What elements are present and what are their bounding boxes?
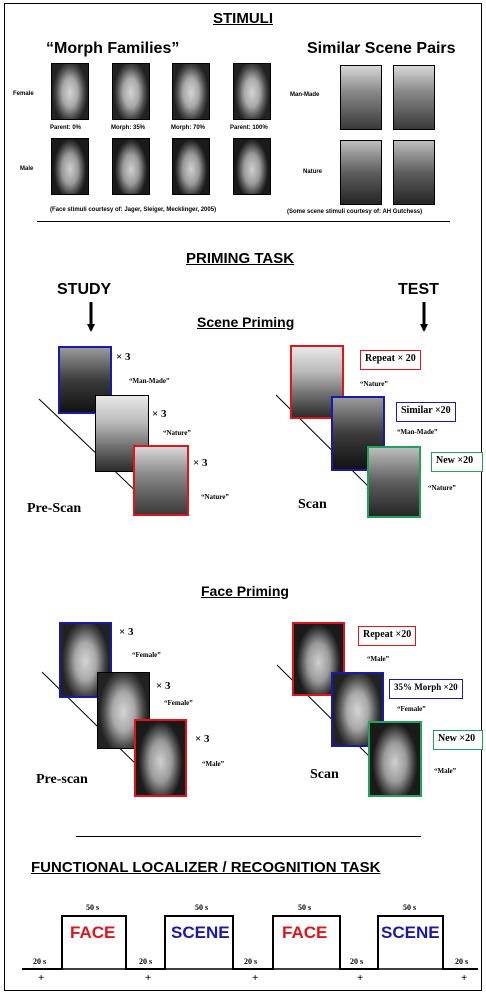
test-scene-2-label: “Man-Made” <box>397 428 438 436</box>
rest-4-duration: 20 s <box>350 957 364 966</box>
face-block-1-duration: 50 s <box>86 903 100 912</box>
scene-similar-box: Similar ×20 <box>396 402 456 422</box>
face-male-morph-70 <box>172 138 210 195</box>
divider-stimuli <box>37 221 450 222</box>
face-repeat-box: Repeat ×20 <box>358 626 417 646</box>
study-scene-2-label: “Nature” <box>163 429 191 437</box>
fixation-cross-3: + <box>252 972 259 984</box>
face-new-box: New ×20 <box>433 730 483 750</box>
scene-prescan-arrow <box>38 398 144 499</box>
scene-new-box: New ×20 <box>431 452 483 472</box>
scene-credit: (Some scene stimuli courtesy of: AH Gutc… <box>287 209 423 215</box>
test-face-new <box>368 721 422 797</box>
scene-man-made-a <box>340 65 382 130</box>
study-scene-man-made <box>58 346 112 414</box>
fixation-cross-5: + <box>461 972 468 984</box>
scene-man-made-b <box>393 65 435 130</box>
divider-priming <box>76 836 421 837</box>
face-female-morph-70 <box>172 63 210 120</box>
face-prescan-label: Pre-scan <box>36 772 88 787</box>
scene-block-2-label: SCENE <box>381 923 440 942</box>
scene-repeat-box: Repeat × 20 <box>360 350 421 370</box>
study-face-1-times: × 3 <box>119 626 134 638</box>
scene-block-1-label: SCENE <box>171 923 230 942</box>
study-face-3-times: × 3 <box>195 733 210 745</box>
stimuli-heading: STIMULI <box>213 10 273 27</box>
fixation-cross-2: + <box>145 972 152 984</box>
test-scene-1-label: “Nature” <box>360 380 388 388</box>
face-block-2-label: FACE <box>282 923 328 942</box>
face-male-morph-35 <box>112 138 150 195</box>
row-label-nature: Nature <box>303 169 323 175</box>
scene-priming-heading: Scene Priming <box>197 314 295 330</box>
scene-nature-b <box>393 140 435 205</box>
scene-scan-label: Scan <box>298 497 327 512</box>
study-scene-2-times: × 3 <box>152 408 167 420</box>
study-face-3-label: “Male” <box>202 760 225 768</box>
test-face-3-label: “Male” <box>434 767 457 775</box>
scene-nature-a <box>340 140 382 205</box>
scene-block-2-duration: 50 s <box>403 903 417 912</box>
face-priming-heading: Face Priming <box>201 583 289 599</box>
study-scene-1-times: × 3 <box>116 351 131 363</box>
study-scene-3-label: “Nature” <box>201 493 229 501</box>
caption-parent-100: Parent: 100% <box>230 125 268 131</box>
face-male-parent-0 <box>51 138 89 195</box>
fixation-cross-1: + <box>38 972 45 984</box>
study-scene-1-label: “Man-Made” <box>129 377 170 385</box>
study-label: STUDY <box>57 281 112 298</box>
test-label: TEST <box>398 281 439 298</box>
fixation-cross-4: + <box>357 972 364 984</box>
scene-prescan-label: Pre-Scan <box>27 501 82 516</box>
face-prescan-arrow <box>41 671 143 771</box>
face-scan-label: Scan <box>310 767 339 782</box>
study-scene-nature-2 <box>133 445 189 516</box>
rest-1-duration: 20 s <box>33 957 47 966</box>
rest-5-duration: 20 s <box>455 957 469 966</box>
scene-block-1-duration: 50 s <box>195 903 209 912</box>
face-female-morph-35 <box>112 63 150 120</box>
face-female-parent-0 <box>51 63 89 120</box>
figure-frame <box>4 3 482 991</box>
test-scene-new <box>367 446 421 518</box>
face-credit: (Face stimuli courtesy of: Jager, Sleige… <box>50 207 217 213</box>
localizer-heading: FUNCTIONAL LOCALIZER / RECOGNITION TASK <box>31 859 381 876</box>
study-face-2-times: × 3 <box>156 680 171 692</box>
rest-3-duration: 20 s <box>244 957 258 966</box>
study-face-male <box>134 719 187 797</box>
row-label-male: Male <box>20 166 34 172</box>
caption-morph-35: Morph: 35% <box>111 125 146 131</box>
row-label-female: Female <box>13 91 34 97</box>
row-label-man-made: Man-Made <box>290 92 320 98</box>
face-morph-box: 35% Morph ×20 <box>389 679 463 699</box>
face-female-parent-100 <box>233 63 271 120</box>
test-face-1-label: “Male” <box>367 655 390 663</box>
study-face-1-label: “Female” <box>132 651 161 659</box>
test-face-2-label: “Female” <box>397 705 426 713</box>
test-scene-3-label: “Nature” <box>428 484 456 492</box>
study-scene-3-times: × 3 <box>193 457 208 469</box>
face-block-2-duration: 50 s <box>298 903 312 912</box>
priming-task-heading: PRIMING TASK <box>186 250 295 267</box>
caption-parent-0: Parent: 0% <box>50 125 82 131</box>
face-male-parent-100 <box>233 138 271 195</box>
rest-2-duration: 20 s <box>139 957 153 966</box>
study-face-2-label: “Female” <box>164 699 193 707</box>
caption-morph-70: Morph: 70% <box>171 125 206 131</box>
face-block-1-label: FACE <box>70 923 116 942</box>
morph-families-title: “Morph Families” <box>46 40 180 57</box>
similar-scene-pairs-title: Similar Scene Pairs <box>307 40 456 57</box>
